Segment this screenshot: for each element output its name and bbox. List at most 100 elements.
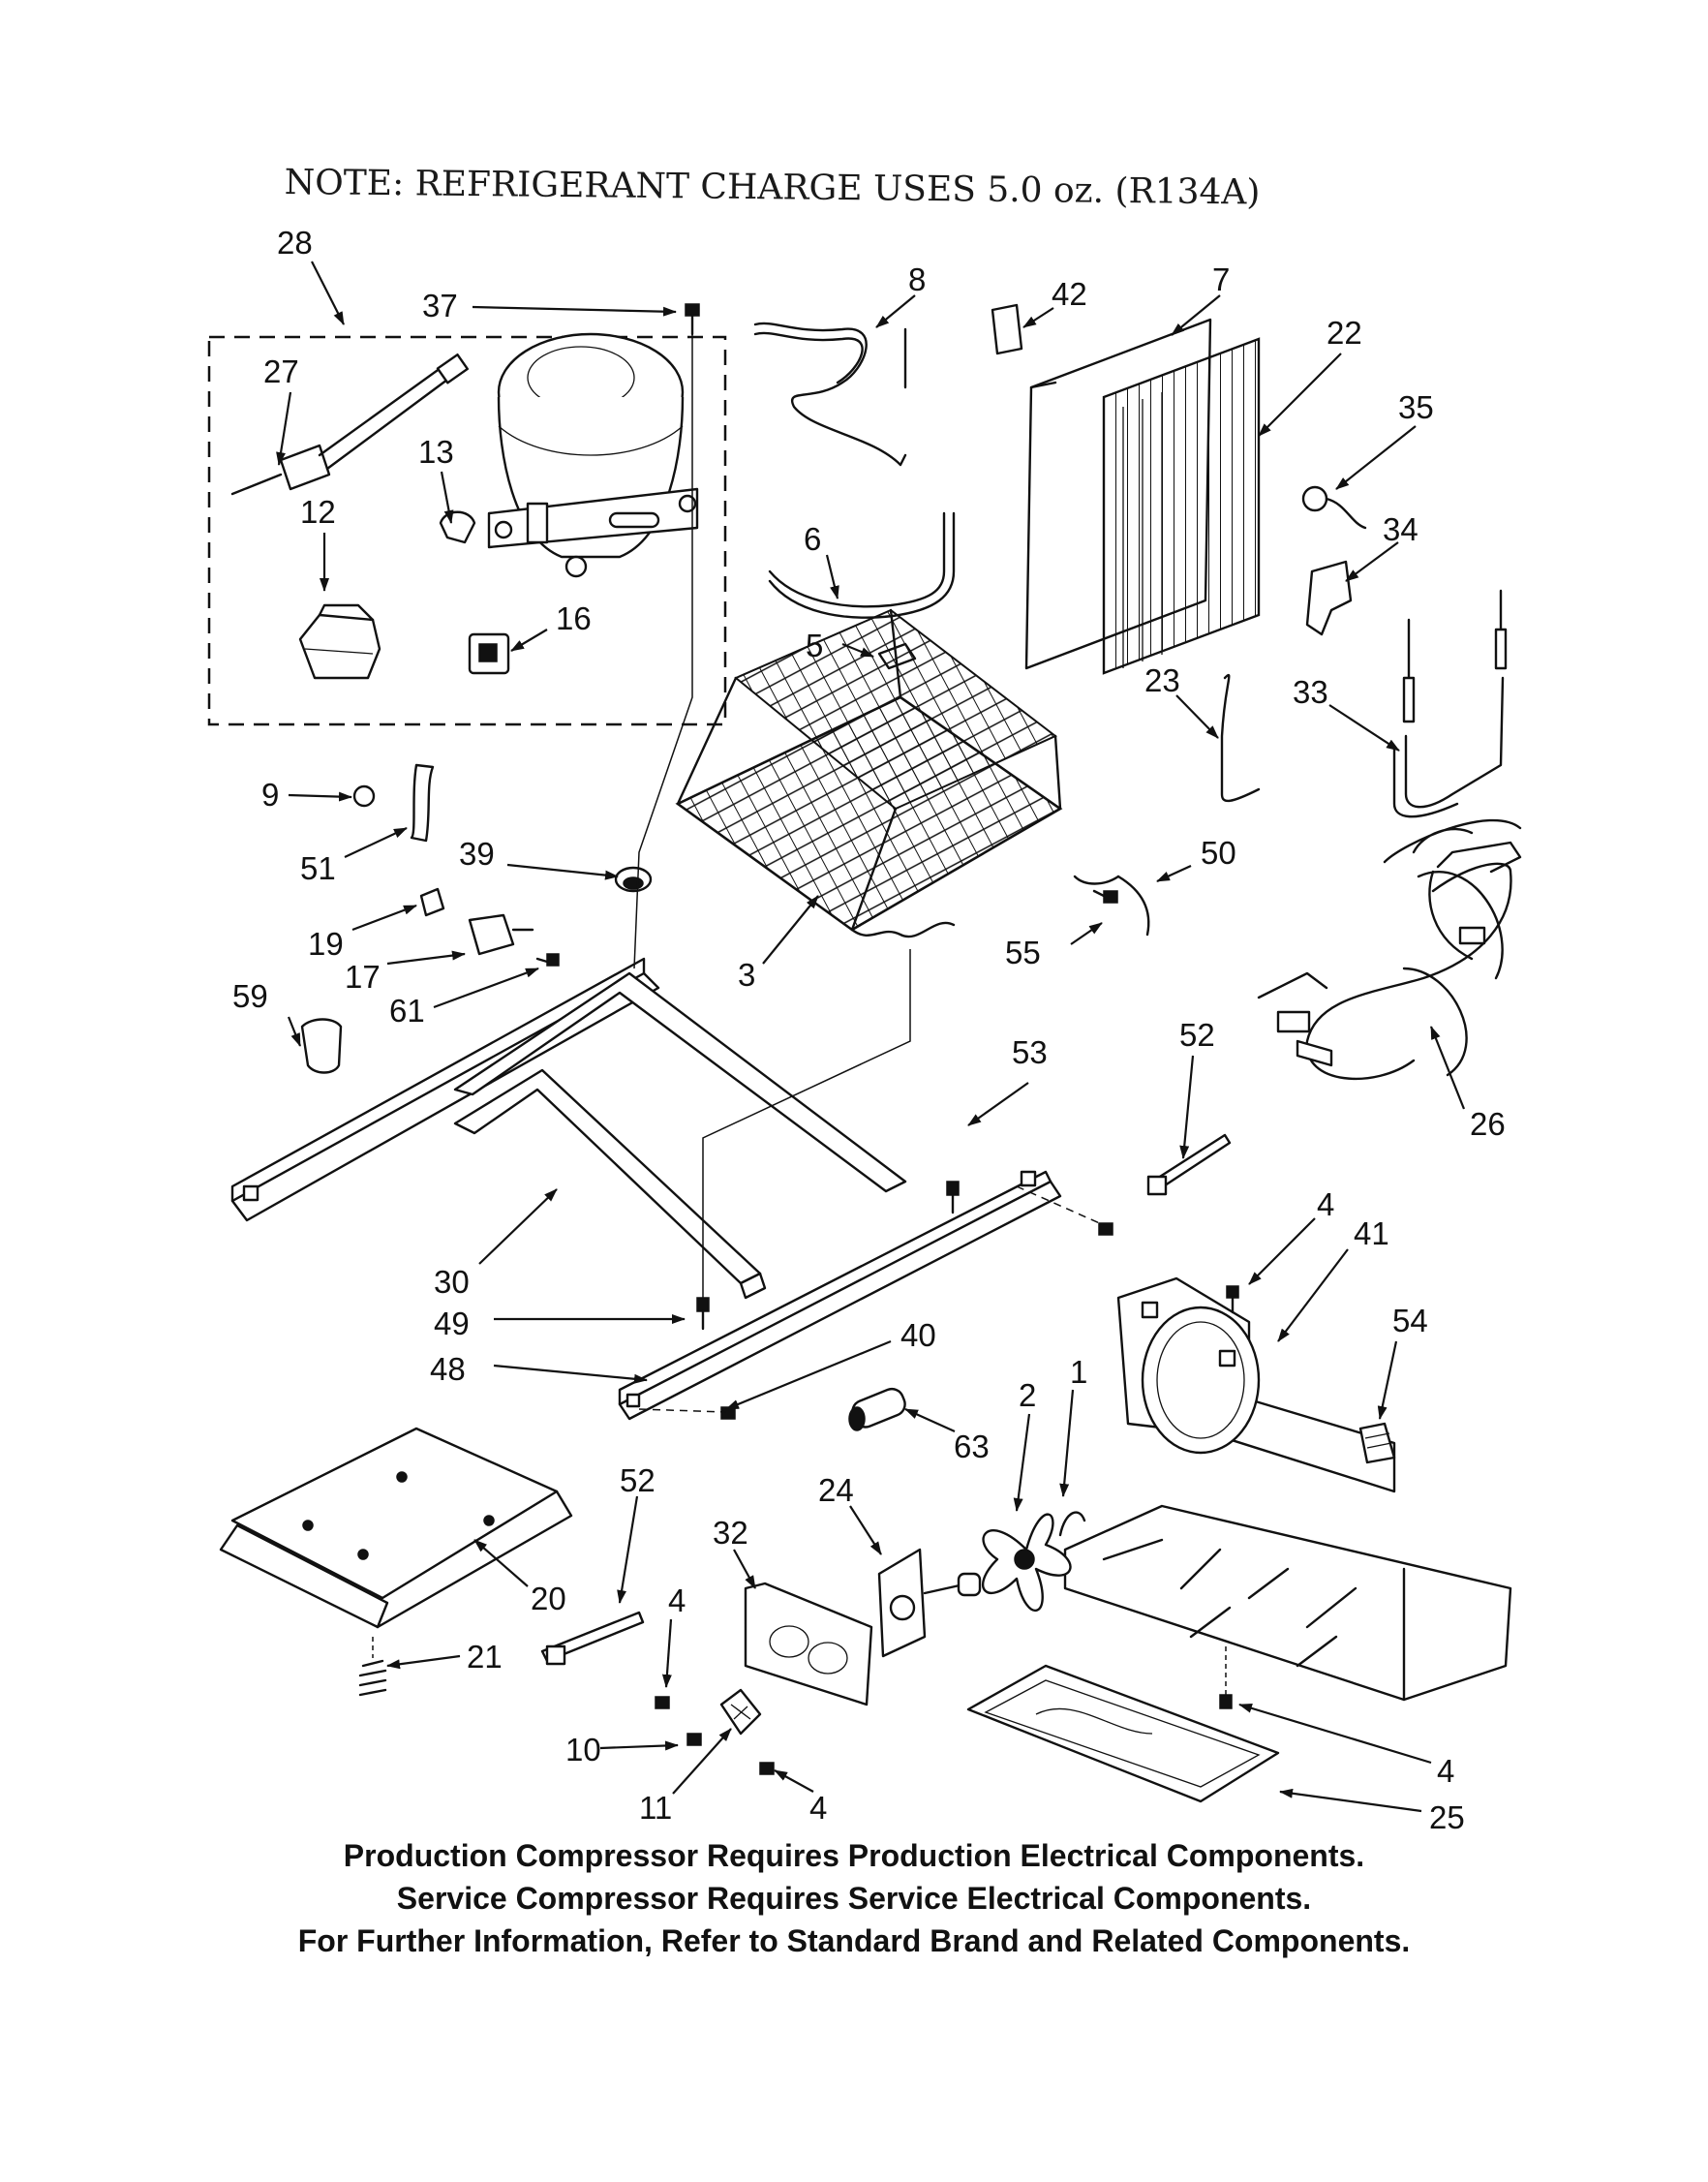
bracket-screws xyxy=(655,1646,1233,1775)
relay-start-device xyxy=(298,603,381,680)
evaporator-coil xyxy=(675,608,1063,938)
callout-52-bottom: 52 xyxy=(620,1462,656,1498)
rail-screw-front xyxy=(696,1297,710,1331)
rail-bolts xyxy=(720,1222,1113,1420)
compressor-mounting-screw xyxy=(685,303,700,336)
callout-22: 22 xyxy=(1327,315,1362,351)
rail-screw-rear xyxy=(946,1181,960,1214)
callout-leaders xyxy=(276,261,1466,1813)
callout-61: 61 xyxy=(389,993,425,1029)
callout-63: 63 xyxy=(954,1429,990,1464)
callout-4-left: 4 xyxy=(668,1583,686,1618)
callout-16: 16 xyxy=(556,600,592,636)
wire-nut xyxy=(1358,1422,1396,1464)
capacitor-screw xyxy=(535,953,560,967)
grommet xyxy=(614,866,653,893)
callout-13: 13 xyxy=(418,434,454,470)
footer-line-2: Service Compressor Requires Service Elec… xyxy=(396,1881,1312,1916)
callout-49: 49 xyxy=(434,1306,470,1341)
motor-mount-spacer xyxy=(848,1387,906,1431)
callout-54: 54 xyxy=(1392,1303,1428,1338)
callout-30: 30 xyxy=(434,1264,470,1300)
callout-24: 24 xyxy=(818,1472,854,1508)
machine-compartment-base xyxy=(1063,1504,1512,1702)
callout-5: 5 xyxy=(806,628,823,663)
fan-bracket xyxy=(1058,1511,1086,1537)
callout-48: 48 xyxy=(430,1351,466,1387)
callout-25: 25 xyxy=(1429,1799,1465,1835)
screw xyxy=(1092,889,1118,904)
access-cover-panel xyxy=(219,1427,573,1629)
callout-4-right: 4 xyxy=(1437,1753,1454,1789)
sensor-bracket xyxy=(1305,560,1353,636)
fan-shroud xyxy=(1116,1276,1396,1493)
leader-compressor xyxy=(633,334,693,969)
drier-filter xyxy=(230,353,470,496)
overload-clip xyxy=(439,510,476,544)
callout-3: 3 xyxy=(738,957,755,993)
callout-17: 17 xyxy=(345,959,381,995)
callout-10: 10 xyxy=(565,1732,601,1767)
leader-evaporator xyxy=(702,949,911,1298)
callout-1: 1 xyxy=(1070,1354,1087,1390)
callout-27: 27 xyxy=(263,353,299,389)
wire-harness-clip xyxy=(1073,875,1150,937)
callout-11: 11 xyxy=(639,1790,672,1826)
power-cord-harness xyxy=(1257,818,1522,1081)
callout-23: 23 xyxy=(1144,662,1180,698)
condenser-fan-motor xyxy=(877,1548,982,1658)
callout-51: 51 xyxy=(300,850,336,886)
fan-blade xyxy=(981,1513,1072,1612)
rear-rail xyxy=(618,1170,1062,1421)
callout-34: 34 xyxy=(1383,511,1418,547)
thermostat-sensor xyxy=(1301,485,1367,530)
callout-4-bottom: 4 xyxy=(809,1790,827,1826)
callout-32: 32 xyxy=(713,1515,748,1551)
footer-line-1: Production Compressor Requires Productio… xyxy=(343,1838,1365,1873)
callout-19: 19 xyxy=(308,926,344,962)
callout-37: 37 xyxy=(422,288,458,323)
heat-exchanger-tube xyxy=(1220,673,1261,803)
suction-tube xyxy=(768,511,956,619)
callout-41: 41 xyxy=(1354,1215,1389,1251)
callout-26: 26 xyxy=(1470,1106,1506,1142)
callout-4-top: 4 xyxy=(1317,1186,1334,1222)
callout-42: 42 xyxy=(1052,276,1087,312)
compressor xyxy=(487,332,699,578)
capacitor-bracket xyxy=(468,913,534,956)
grounding-plate xyxy=(719,1688,762,1736)
callout-50: 50 xyxy=(1201,835,1236,871)
callout-55: 55 xyxy=(1005,935,1041,970)
callout-35: 35 xyxy=(1398,389,1434,425)
plug xyxy=(352,784,376,808)
callout-53: 53 xyxy=(1012,1034,1048,1070)
shroud-clip xyxy=(991,303,1023,355)
drain-hose xyxy=(410,763,435,843)
cable-tie-top xyxy=(1146,1133,1232,1196)
footer-line-3: For Further Information, Refer to Standa… xyxy=(297,1923,1411,1958)
discharge-tube xyxy=(753,322,907,467)
shroud-screw-top xyxy=(1226,1285,1239,1314)
tube-clip xyxy=(300,1018,343,1074)
spring xyxy=(358,1637,387,1697)
callout-7: 7 xyxy=(1212,261,1230,297)
callout-numbers: 28 37 27 13 12 16 8 42 7 22 35 34 6 5 23… xyxy=(232,225,1506,1835)
callout-12: 12 xyxy=(300,494,336,530)
callout-28: 28 xyxy=(277,225,313,261)
callout-2: 2 xyxy=(1019,1377,1036,1413)
drain-pan xyxy=(966,1664,1280,1803)
condenser-coil xyxy=(1102,337,1261,675)
motor-bracket xyxy=(744,1582,873,1706)
callout-59: 59 xyxy=(232,978,268,1014)
callout-52-top: 52 xyxy=(1179,1017,1215,1053)
callout-20: 20 xyxy=(531,1581,566,1616)
callout-40: 40 xyxy=(900,1317,936,1353)
callout-21: 21 xyxy=(467,1639,503,1675)
capacitor-cover xyxy=(468,632,510,675)
callout-33: 33 xyxy=(1293,674,1328,710)
capillary-tube-assembly xyxy=(1392,589,1508,818)
callout-8: 8 xyxy=(908,261,926,297)
callout-39: 39 xyxy=(459,836,495,872)
